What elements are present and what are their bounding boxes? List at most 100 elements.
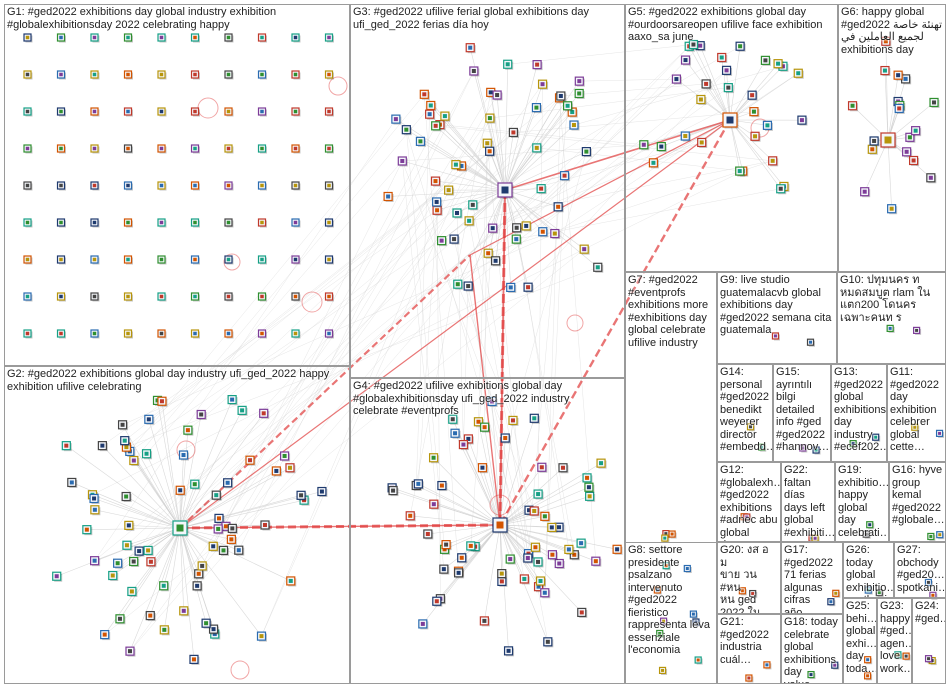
edge bbox=[499, 418, 535, 526]
cluster-label-g12: G12: #globalexh… #ged2022 exhibitions #a… bbox=[720, 464, 781, 541]
cluster-label-g18: G18: today celebrate global exhibitions … bbox=[784, 616, 838, 683]
edge bbox=[490, 92, 506, 191]
cluster-label-g4: G4: #ged2022 ufilive exhibitions global … bbox=[353, 380, 570, 417]
node-avatar bbox=[291, 33, 301, 43]
node-avatar bbox=[122, 540, 133, 551]
node-avatar bbox=[124, 520, 135, 531]
node-avatar bbox=[887, 204, 898, 215]
edge bbox=[444, 524, 501, 550]
edge bbox=[149, 527, 181, 616]
node-avatar bbox=[869, 136, 880, 147]
node-avatar bbox=[559, 171, 571, 182]
node-avatar bbox=[190, 329, 200, 339]
edge bbox=[729, 119, 785, 187]
node-avatar bbox=[503, 646, 515, 657]
node-avatar bbox=[224, 144, 234, 154]
node-avatar bbox=[880, 132, 897, 149]
node-avatar bbox=[864, 656, 873, 665]
node-avatar bbox=[567, 107, 578, 118]
node-avatar bbox=[688, 39, 699, 51]
cluster-label-g6: G6: happy global #ged2022 تهنئة خاصة لجم… bbox=[841, 6, 943, 56]
edge bbox=[148, 419, 181, 529]
node-avatar bbox=[444, 185, 455, 196]
node-avatar bbox=[479, 616, 490, 627]
cluster-g3: G3: #ged2022 ufilive ferial global exhib… bbox=[350, 4, 625, 378]
node-avatar bbox=[324, 329, 334, 339]
node-avatar bbox=[596, 458, 607, 469]
cluster-g10: G10: ปทุมนคร ท หมดสมบูต rlam ใน แตก200 โ… bbox=[837, 272, 946, 364]
node-avatar bbox=[159, 625, 170, 636]
edge bbox=[468, 220, 549, 642]
node-avatar bbox=[157, 144, 167, 154]
edge bbox=[102, 210, 438, 446]
edge bbox=[478, 421, 501, 526]
node-avatar bbox=[172, 520, 189, 537]
node-avatar bbox=[760, 55, 771, 66]
edge bbox=[463, 286, 469, 445]
edge bbox=[489, 118, 506, 191]
edge bbox=[729, 60, 766, 121]
node-avatar bbox=[656, 629, 665, 638]
edge bbox=[418, 483, 501, 526]
edge bbox=[163, 527, 181, 586]
edge bbox=[540, 46, 690, 189]
node-avatar bbox=[388, 486, 399, 497]
node-avatar bbox=[430, 176, 442, 187]
node-avatar bbox=[480, 422, 491, 433]
node-avatar bbox=[535, 576, 547, 587]
edge bbox=[470, 228, 493, 546]
cluster-g25: G25: behi… global exhi… day toda… bbox=[843, 598, 877, 684]
node-avatar bbox=[90, 505, 101, 516]
node-avatar bbox=[226, 534, 237, 545]
edge bbox=[441, 485, 501, 526]
edge bbox=[887, 139, 892, 209]
node-avatar bbox=[23, 33, 33, 43]
node-avatar bbox=[591, 556, 602, 567]
edge bbox=[516, 227, 570, 550]
edge bbox=[179, 430, 189, 529]
edge bbox=[504, 64, 509, 191]
node-avatar bbox=[503, 59, 514, 70]
edge bbox=[516, 188, 781, 240]
node-avatar bbox=[929, 97, 940, 108]
node-avatar bbox=[799, 444, 808, 453]
node-avatar bbox=[483, 248, 494, 259]
node-avatar bbox=[812, 446, 821, 455]
node-avatar bbox=[771, 332, 780, 341]
node-avatar bbox=[468, 200, 479, 211]
node-avatar bbox=[721, 65, 733, 76]
edge bbox=[544, 95, 562, 593]
edge bbox=[482, 467, 501, 526]
edge bbox=[406, 129, 445, 550]
edge bbox=[557, 70, 727, 207]
node-avatar bbox=[190, 218, 200, 228]
edge bbox=[729, 46, 741, 121]
node-avatar bbox=[860, 187, 871, 198]
edge bbox=[560, 83, 707, 97]
node-avatar bbox=[90, 556, 101, 567]
node-avatar bbox=[935, 429, 945, 438]
node-avatar bbox=[437, 236, 448, 247]
edge bbox=[444, 115, 506, 191]
node-avatar bbox=[872, 433, 881, 442]
node-avatar bbox=[211, 490, 222, 501]
node-avatar bbox=[144, 414, 155, 425]
node-avatar bbox=[227, 523, 238, 534]
node-avatar bbox=[735, 41, 746, 52]
cluster-label-g22: G22: faltan días days left global #exhib… bbox=[784, 464, 835, 539]
node-avatar bbox=[224, 107, 234, 117]
edge bbox=[179, 527, 207, 624]
edge bbox=[179, 495, 302, 529]
cluster-label-g10: G10: ปทุมนคร ท หมดสมบูต rlam ใน แตก200 โ… bbox=[840, 274, 931, 324]
node-avatar bbox=[585, 491, 596, 502]
edge bbox=[129, 227, 493, 652]
node-avatar bbox=[735, 166, 746, 177]
node-avatar bbox=[190, 144, 200, 154]
edge bbox=[498, 119, 732, 526]
node-avatar bbox=[662, 562, 671, 571]
node-avatar bbox=[639, 140, 650, 151]
cluster-label-g7: G7: #ged2022 #eventprofs exhibitions mor… bbox=[628, 274, 709, 349]
edge bbox=[504, 189, 585, 250]
edge bbox=[402, 160, 506, 191]
node-avatar bbox=[924, 578, 933, 587]
